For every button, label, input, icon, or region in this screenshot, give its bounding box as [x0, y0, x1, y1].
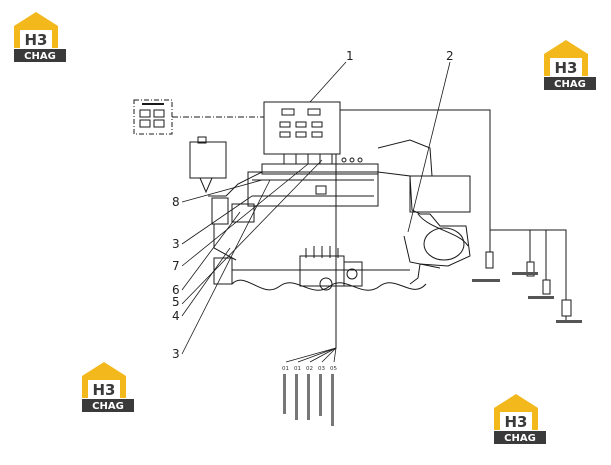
logo-mark: H3 — [505, 413, 528, 431]
control-panel — [264, 102, 340, 164]
logo-brand: CHAG — [92, 401, 124, 412]
callout-7: 7 — [172, 259, 180, 273]
callout-8: 8 — [172, 195, 180, 209]
callout-2: 2 — [446, 49, 454, 63]
logo-brand: CHAG — [24, 51, 56, 62]
callout-3b: 3 — [172, 347, 180, 361]
callout-3: 3 — [172, 237, 180, 251]
callout-1: 1 — [346, 49, 354, 63]
terminal-code-2: 01 — [294, 366, 301, 372]
remote-control-box — [134, 100, 172, 134]
terminal-fanout — [286, 348, 336, 362]
terminal-code-5: 05 — [330, 366, 337, 372]
logo-bottom-left: H3 CHAG — [82, 362, 134, 412]
logo-top-right: H3 CHAG — [544, 40, 596, 90]
sensor-bus-branch — [490, 230, 566, 300]
callout-5: 5 — [172, 295, 180, 309]
engine-assembly — [190, 137, 470, 348]
callout-4: 4 — [172, 309, 180, 323]
logo-mark: H3 — [93, 381, 116, 399]
terminal-code-1: 01 — [282, 366, 289, 372]
logo-mark: H3 — [555, 59, 578, 77]
terminal-code-3: 02 — [306, 366, 313, 372]
logo-brand: CHAG — [554, 79, 586, 90]
callout-6: 6 — [172, 283, 180, 297]
logo-top-left: H3 CHAG — [14, 12, 66, 62]
terminal-codes: 01 01 02 03 05 — [282, 366, 337, 372]
logo-mark: H3 — [25, 31, 48, 49]
terminal-code-4: 03 — [318, 366, 325, 372]
terminal-captions — [283, 374, 334, 426]
logo-brand: CHAG — [504, 433, 536, 444]
sensor-bus-wire — [340, 110, 490, 252]
logo-bottom-right: H3 CHAG — [494, 394, 546, 444]
sensor-group — [486, 252, 571, 322]
